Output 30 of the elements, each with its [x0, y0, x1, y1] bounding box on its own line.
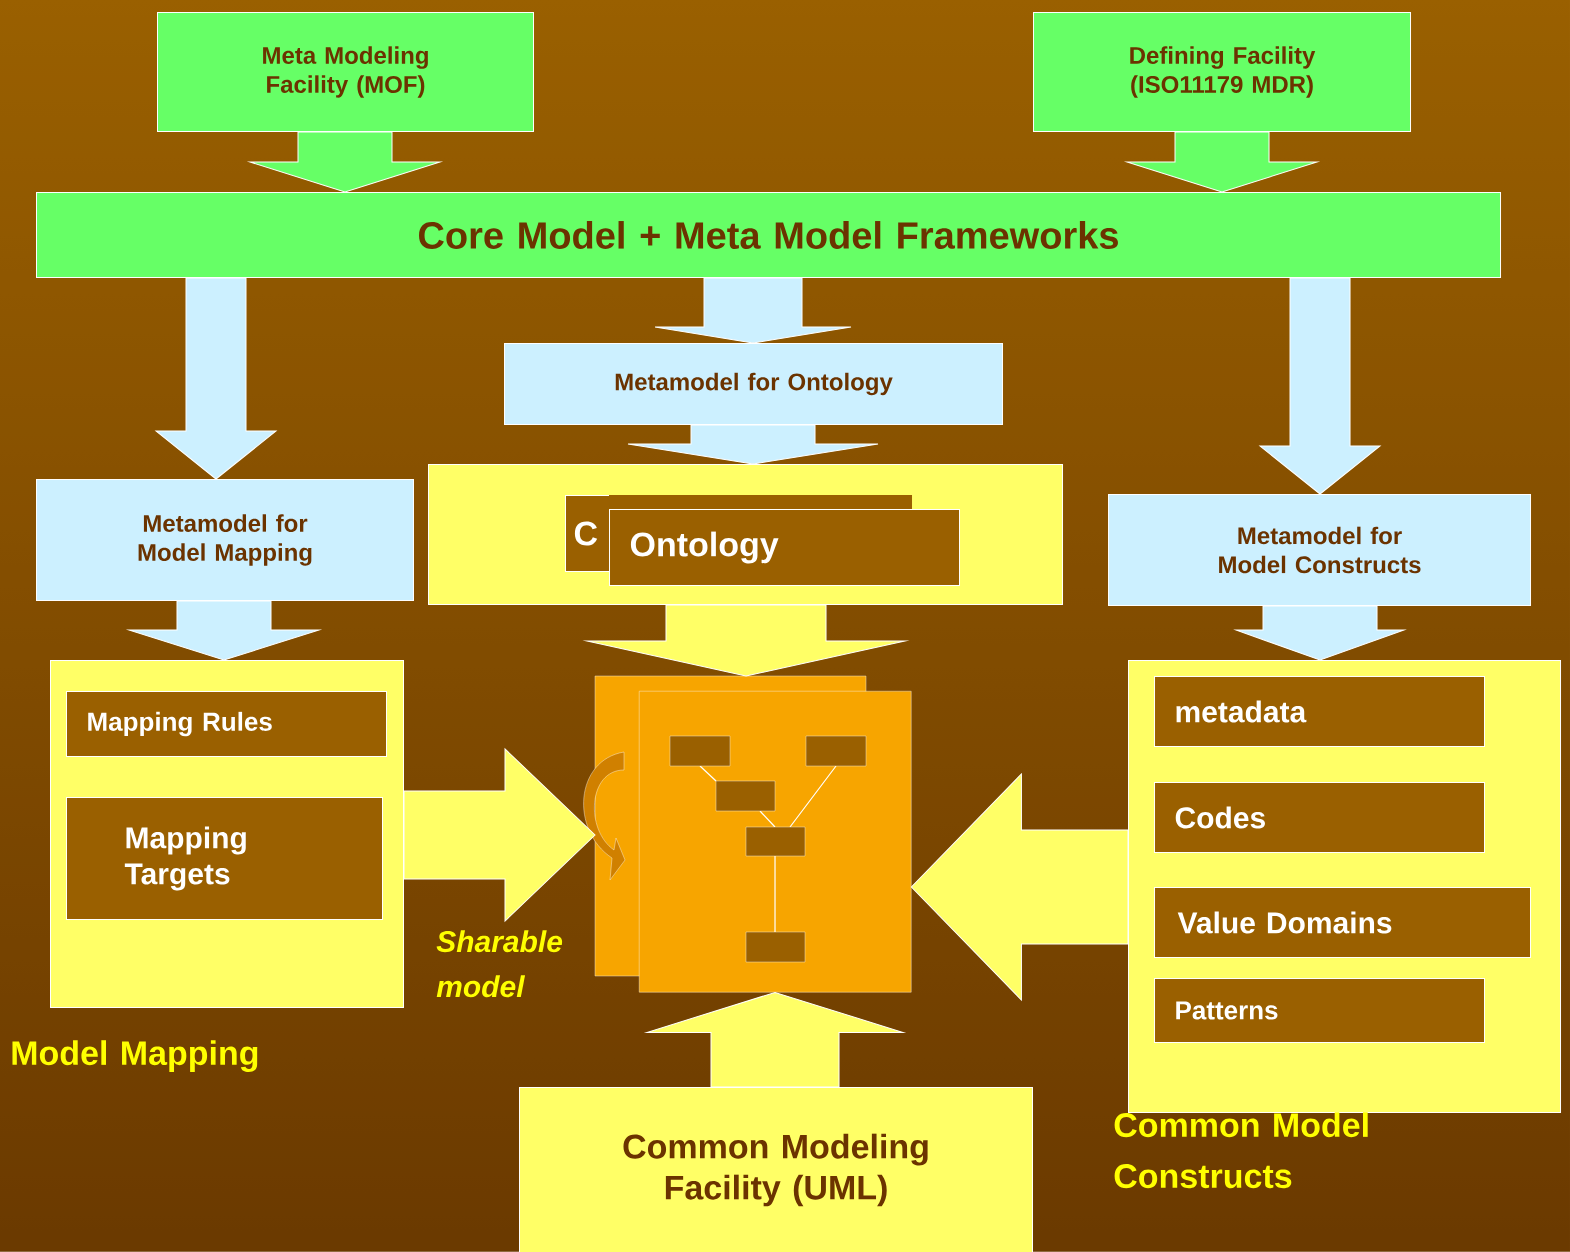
block-arrow — [1259, 277, 1381, 495]
block-arrow — [627, 424, 879, 465]
item-box: Mapping Targets — [66, 797, 383, 920]
source-box: Meta Modeling Facility (MOF) — [157, 12, 534, 132]
metamodel-box: Metamodel for Model Constructs — [1108, 494, 1531, 606]
block-arrow — [403, 748, 596, 922]
facility-box: Common Modeling Facility (UML) — [519, 1087, 1033, 1252]
item-box: metadata — [1154, 676, 1485, 747]
metamodel-box: Metamodel for Ontology — [504, 343, 1003, 425]
item-box: Codes — [1154, 782, 1485, 853]
block-arrow — [155, 277, 277, 480]
block-arrow — [646, 991, 904, 1088]
item-box: Ontology — [609, 495, 960, 586]
block-arrow — [1126, 131, 1318, 193]
block-arrow — [910, 773, 1129, 1001]
item-box: Mapping Rules — [66, 691, 387, 757]
item-box: Patterns — [1154, 978, 1485, 1043]
metamodel-box: Metamodel for Model Mapping — [36, 479, 414, 601]
source-box: Defining Facility (ISO11179 MDR) — [1033, 12, 1411, 132]
node-label: Model Mapping — [12, 1040, 258, 1073]
item-box: C — [565, 495, 612, 572]
framework-bar: Core Model + Meta Model Frameworks — [36, 192, 1501, 278]
block-arrow — [654, 277, 852, 344]
item-box: Value Domains — [1154, 887, 1531, 958]
node-label: Common Model Constructs — [1114, 1112, 1368, 1189]
block-arrow — [1235, 605, 1405, 661]
node-label: Sharable model — [436, 930, 563, 998]
block-arrow — [249, 131, 441, 193]
block-arrow — [128, 600, 320, 661]
sharable-model-drawing — [583, 675, 912, 993]
